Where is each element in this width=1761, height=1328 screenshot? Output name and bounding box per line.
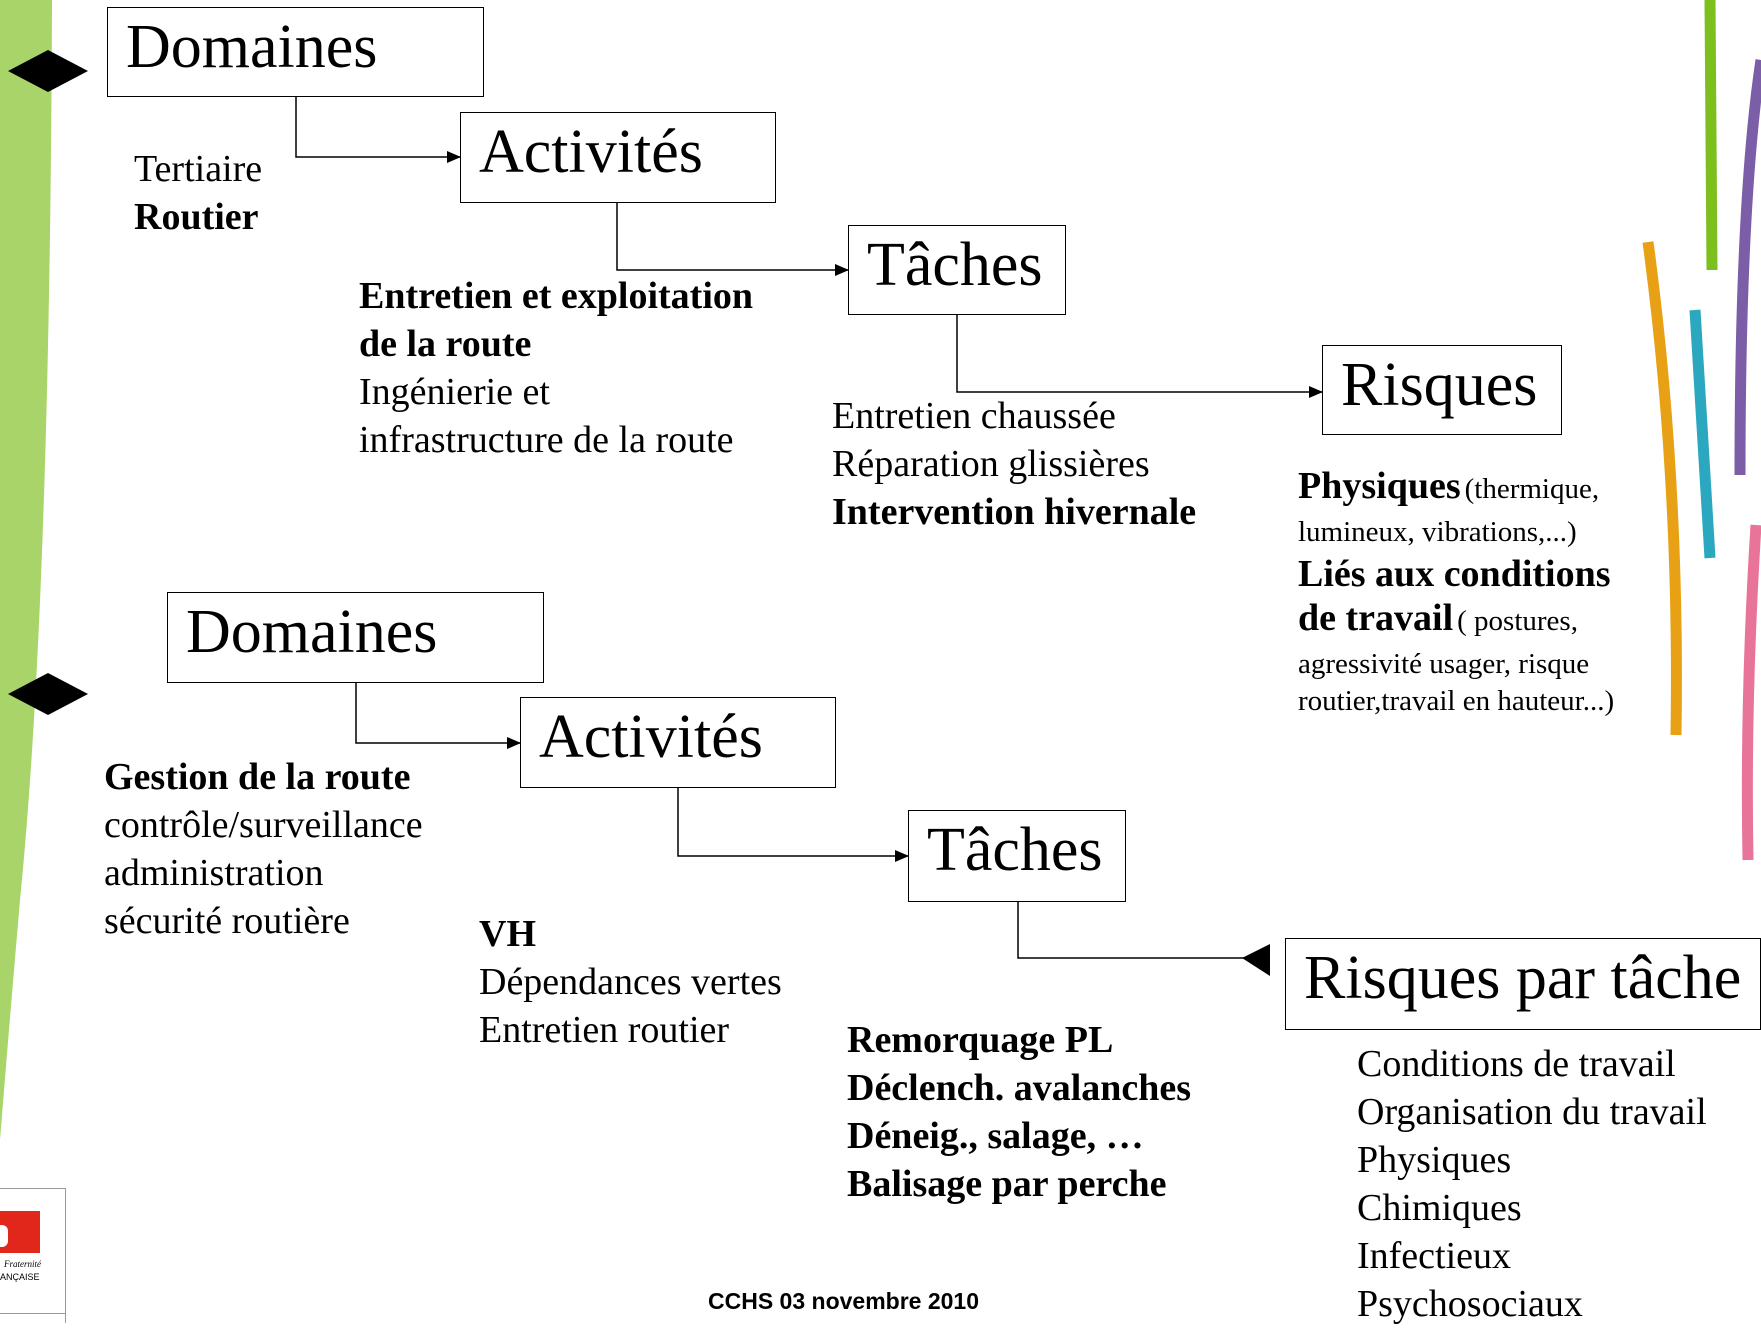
- arrow-activites-taches-1: [616, 203, 849, 276]
- risques-2-item: Psychosociaux: [1357, 1283, 1583, 1325]
- box-risques-2: Risques par tâche: [1285, 938, 1761, 1030]
- risques-physiques-detail: (thermique,: [1464, 473, 1600, 505]
- taches-2-item: Déneig., salage, …: [847, 1115, 1144, 1157]
- arrow-taches-risques-1: [956, 315, 1323, 398]
- taches-1-item: Intervention hivernale: [832, 491, 1197, 533]
- logo-text-2: ANÇAISE: [0, 1272, 40, 1282]
- risques-lies-detail-2: agressivité usager, risque: [1298, 648, 1590, 680]
- domaines-1-item: Routier: [134, 196, 259, 238]
- domaines-2-item: contrôle/surveillance: [104, 804, 423, 846]
- activites-2-item: Entretien routier: [479, 1009, 730, 1051]
- box-taches-1: Tâches: [848, 225, 1066, 315]
- box-domaines-2: Domaines: [167, 592, 544, 683]
- activites-1-item: de la route: [359, 323, 532, 365]
- box-domaines-2-label: Domaines: [186, 598, 438, 666]
- domaines-1-items: Tertiaire Routier: [134, 145, 262, 241]
- box-domaines-1-label: Domaines: [126, 13, 378, 81]
- arrow-activites-taches-2: [677, 788, 909, 862]
- arrow-domaines-activites-1: [295, 97, 461, 163]
- taches-2-item: Balisage par perche: [847, 1163, 1167, 1205]
- arrow-taches-risques-2: [1017, 902, 1254, 959]
- domaines-2-item: Gestion de la route: [104, 756, 411, 798]
- taches-1-item: Entretien chaussée: [832, 395, 1116, 437]
- box-risques-2-label: Risques par tâche: [1304, 944, 1742, 1012]
- logo-white-figure: [0, 1225, 8, 1247]
- arrow-head-risques-2: [1242, 944, 1270, 976]
- risques-lies: Liés aux conditions: [1298, 553, 1611, 595]
- taches-1-items: Entretien chaussée Réparation glissières…: [832, 392, 1196, 536]
- risques-2-item: Physiques: [1357, 1139, 1512, 1181]
- box-taches-1-label: Tâches: [867, 231, 1043, 299]
- activites-2-item: VH: [479, 913, 536, 955]
- domaines-1-item: Tertiaire: [134, 148, 263, 190]
- domaines-2-item: sécurité routière: [104, 900, 350, 942]
- risques-2-item: Conditions de travail: [1357, 1043, 1676, 1085]
- risques-2-item: Organisation du travail: [1357, 1091, 1707, 1133]
- risques-physiques: Physiques: [1298, 465, 1461, 507]
- risques-1-description: Physiques (thermique, lumineux, vibratio…: [1298, 466, 1614, 720]
- activites-2-item: Dépendances vertes: [479, 961, 782, 1003]
- activites-1-item: Entretien et exploitation: [359, 275, 754, 317]
- footer-text: CCHS 03 novembre 2010: [708, 1288, 980, 1314]
- risques-physiques-detail-2: lumineux, vibrations,...): [1298, 516, 1577, 548]
- diamond-bullet-2: [8, 673, 88, 715]
- activites-1-items: Entretien et exploitation de la route In…: [359, 272, 753, 464]
- activites-2-items: VH Dépendances vertes Entretien routier: [479, 910, 782, 1054]
- taches-1-item: Réparation glissières: [832, 443, 1150, 485]
- taches-2-item: Déclench. avalanches: [847, 1067, 1192, 1109]
- republique-logo: Fraternité ANÇAISE: [0, 1188, 66, 1323]
- right-decorative-strokes: [1642, 0, 1761, 861]
- box-activites-2-label: Activités: [539, 703, 763, 771]
- box-taches-2-label: Tâches: [927, 816, 1103, 884]
- taches-2-item: Remorquage PL: [847, 1019, 1114, 1061]
- risques-2-item: Chimiques: [1357, 1187, 1522, 1229]
- logo-divider: [0, 1313, 66, 1314]
- box-domaines-1: Domaines: [107, 7, 484, 97]
- domaines-2-item: administration: [104, 852, 324, 894]
- box-activites-2: Activités: [520, 697, 836, 788]
- logo-text-1: Fraternité: [4, 1259, 41, 1269]
- risques-2-item: Infectieux: [1357, 1235, 1512, 1277]
- box-risques-1-label: Risques: [1341, 351, 1538, 419]
- risques-2-items: Conditions de travail Organisation du tr…: [1357, 1040, 1707, 1328]
- risques-lies-2: de travail: [1298, 597, 1454, 639]
- box-risques-1: Risques: [1322, 345, 1562, 435]
- box-activites-1-label: Activités: [479, 118, 703, 186]
- activites-1-item: Ingénierie et: [359, 371, 550, 413]
- box-taches-2: Tâches: [908, 810, 1126, 902]
- arrow-domaines-activites-2: [355, 683, 521, 749]
- left-decorative-band: [0, 0, 52, 1140]
- risques-lies-detail-3: routier,travail en hauteur...): [1298, 685, 1615, 717]
- taches-2-items: Remorquage PL Déclench. avalanches Dénei…: [847, 1016, 1191, 1208]
- risques-lies-detail: ( postures,: [1457, 605, 1578, 637]
- domaines-2-items: Gestion de la route contrôle/surveillanc…: [104, 753, 423, 945]
- activites-1-item: infrastructure de la route: [359, 419, 734, 461]
- diamond-bullet-1: [8, 50, 88, 92]
- box-activites-1: Activités: [460, 112, 776, 203]
